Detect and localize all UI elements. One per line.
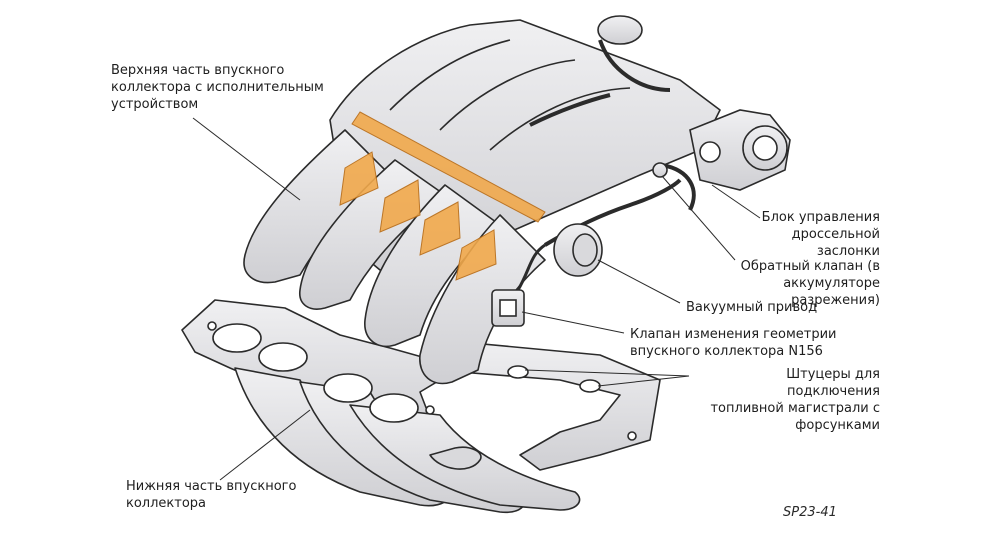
label-vacuum-actuator: Вакуумный привод bbox=[686, 300, 818, 315]
throttle-bore-inner bbox=[752, 135, 778, 161]
injector-boss-1 bbox=[507, 365, 529, 379]
plenum-rib-3 bbox=[489, 87, 631, 151]
top-cap bbox=[597, 15, 643, 45]
flap-2 bbox=[379, 179, 421, 233]
leader-throttle-unit bbox=[711, 184, 761, 219]
lower-port-2 bbox=[258, 342, 308, 372]
vacuum-actuator-cap bbox=[572, 233, 598, 267]
lower-port-1 bbox=[212, 323, 262, 353]
plenum-rib-2 bbox=[439, 59, 576, 131]
lower-port-4 bbox=[369, 393, 419, 423]
leader-check-valve bbox=[661, 175, 736, 261]
variable-flaps bbox=[339, 111, 546, 281]
leader-lines bbox=[192, 117, 761, 481]
throttle-hose bbox=[661, 163, 696, 211]
flap-shaft bbox=[351, 111, 546, 223]
side-hose bbox=[529, 93, 611, 127]
n156-hose bbox=[516, 243, 546, 291]
vacuum-actuator-drawing bbox=[553, 223, 603, 277]
bolt-hole-2 bbox=[425, 405, 435, 415]
check-valve-part bbox=[652, 162, 668, 178]
flap-3 bbox=[419, 201, 461, 256]
label-injector-ports: Штуцеры для подключения топливной магист… bbox=[710, 367, 880, 433]
flap-4 bbox=[455, 229, 497, 281]
plenum-rib-1 bbox=[389, 39, 511, 111]
label-check-valve: Обратный клапан (в аккумуляторе разрежен… bbox=[740, 259, 880, 308]
lower-port-3 bbox=[323, 373, 373, 403]
leader-injector-port-1 bbox=[524, 369, 690, 377]
top-hose bbox=[598, 39, 671, 92]
figure-id: SP23-41 bbox=[783, 505, 837, 520]
leader-vacuum-actuator bbox=[597, 259, 681, 304]
leader-n156-valve bbox=[521, 311, 625, 334]
lower-pipe-end bbox=[429, 446, 482, 470]
bolt-hole-3 bbox=[627, 431, 637, 441]
label-lower-manifold: Нижняя часть впускного коллектора bbox=[126, 479, 297, 511]
bolt-hole-1 bbox=[207, 321, 217, 331]
injector-boss-2 bbox=[579, 379, 601, 393]
throttle-unit-drawing bbox=[543, 109, 791, 247]
throttle-sensor bbox=[699, 141, 721, 163]
n156-valve-drawing bbox=[491, 243, 546, 327]
label-n156-valve: Клапан изменения геометрии впускного кол… bbox=[630, 327, 837, 359]
label-throttle-unit: Блок управления дроссельной заслонки bbox=[761, 210, 880, 259]
leader-upper-manifold bbox=[192, 117, 301, 201]
flap-1 bbox=[339, 151, 379, 206]
leader-lower-manifold bbox=[219, 409, 311, 481]
leader-injector-port-2 bbox=[597, 375, 690, 387]
n156-valve-connector bbox=[499, 299, 517, 317]
label-upper-manifold: Верхняя часть впускного коллектора с исп… bbox=[111, 63, 324, 112]
